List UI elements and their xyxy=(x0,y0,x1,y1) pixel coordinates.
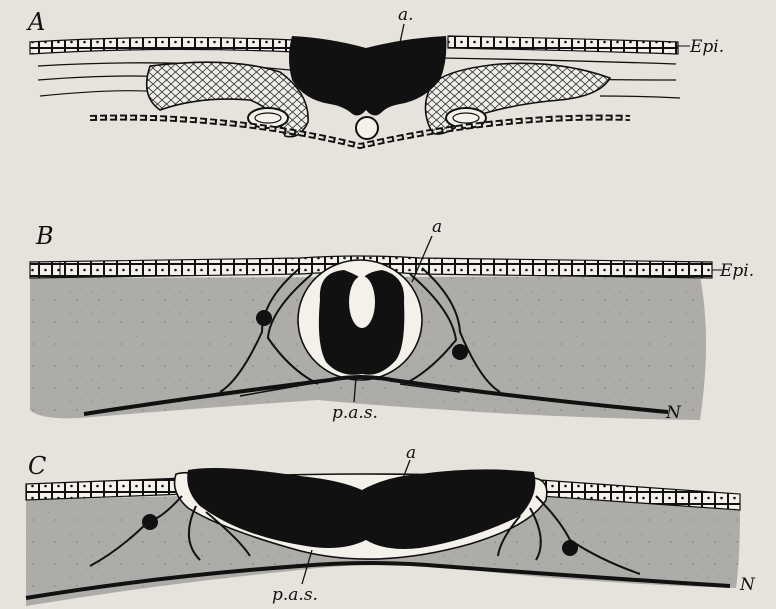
figure-c-ganglion-right xyxy=(562,540,578,556)
figure-c-label-pas: p.a.s. xyxy=(272,585,318,605)
figure-c: C a p.a.s. N xyxy=(26,443,756,606)
figure-b: B a Epi. p.a.s. N xyxy=(30,217,754,423)
figure-a-somite-left xyxy=(147,62,308,137)
figure-a-epidermis-left xyxy=(30,37,294,54)
figure-c-label-a: a xyxy=(406,443,416,463)
figure-c-letter: C xyxy=(28,452,46,480)
figure-b-label-pas: p.a.s. xyxy=(332,403,378,423)
figure-b-ganglion-right xyxy=(452,344,468,360)
figure-a-label-a: a. xyxy=(398,5,414,25)
figure-a: A a. Epi. xyxy=(26,5,724,146)
figure-b-label-a: a xyxy=(432,217,442,237)
figure-a-letter: A xyxy=(26,8,45,36)
figure-a-notochord xyxy=(356,117,378,139)
figure-a-epidermis-right xyxy=(448,36,678,54)
figure-a-neural-plate xyxy=(289,36,446,116)
figure-b-letter: B xyxy=(35,222,54,250)
figure-b-ganglion-left xyxy=(256,310,272,326)
figure-b-label-epi: Epi. xyxy=(719,261,754,281)
figure-c-ganglion-left xyxy=(142,514,158,530)
figure-a-label-epi: Epi. xyxy=(689,37,724,57)
figure-b-label-n: N xyxy=(665,403,682,423)
figure-c-label-n: N xyxy=(739,575,756,595)
figure-b-neural-canal xyxy=(349,276,375,328)
